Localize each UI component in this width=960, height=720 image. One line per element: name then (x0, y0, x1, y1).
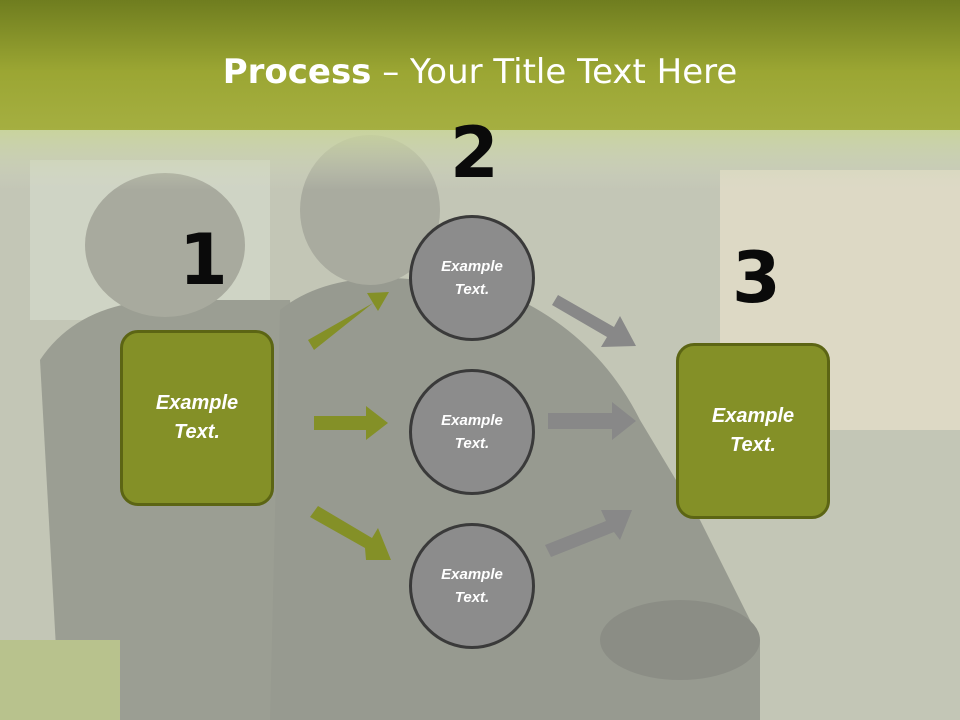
step-number-2: 2 (450, 112, 499, 194)
middle-node-center: Example Text. (409, 369, 535, 495)
arrow-gray-right (548, 402, 636, 440)
middle-node-top-label: Example Text. (441, 258, 503, 298)
title-bold: Process (222, 52, 372, 92)
arrow-green-up (308, 292, 389, 350)
step-number-1: 1 (179, 219, 228, 301)
middle-node-bottom: Example Text. (409, 523, 535, 649)
arrow-gray-down (552, 295, 636, 347)
slide-title: Process – Your Title Text Here (0, 52, 960, 92)
step-number-3: 3 (732, 237, 781, 319)
step-1-box: Example Text. (120, 330, 274, 506)
middle-node-bottom-label: Example Text. (441, 566, 503, 606)
arrow-green-down (310, 506, 391, 560)
arrow-green-right (314, 406, 388, 440)
title-rest: – Your Title Text Here (371, 52, 738, 92)
step-3-box: Example Text. (676, 343, 830, 519)
step-3-label: Example Text. (711, 405, 795, 456)
step-1-label: Example Text. (155, 392, 239, 443)
middle-node-top: Example Text. (409, 215, 535, 341)
arrow-gray-up (545, 510, 632, 557)
middle-node-center-label: Example Text. (441, 412, 503, 452)
